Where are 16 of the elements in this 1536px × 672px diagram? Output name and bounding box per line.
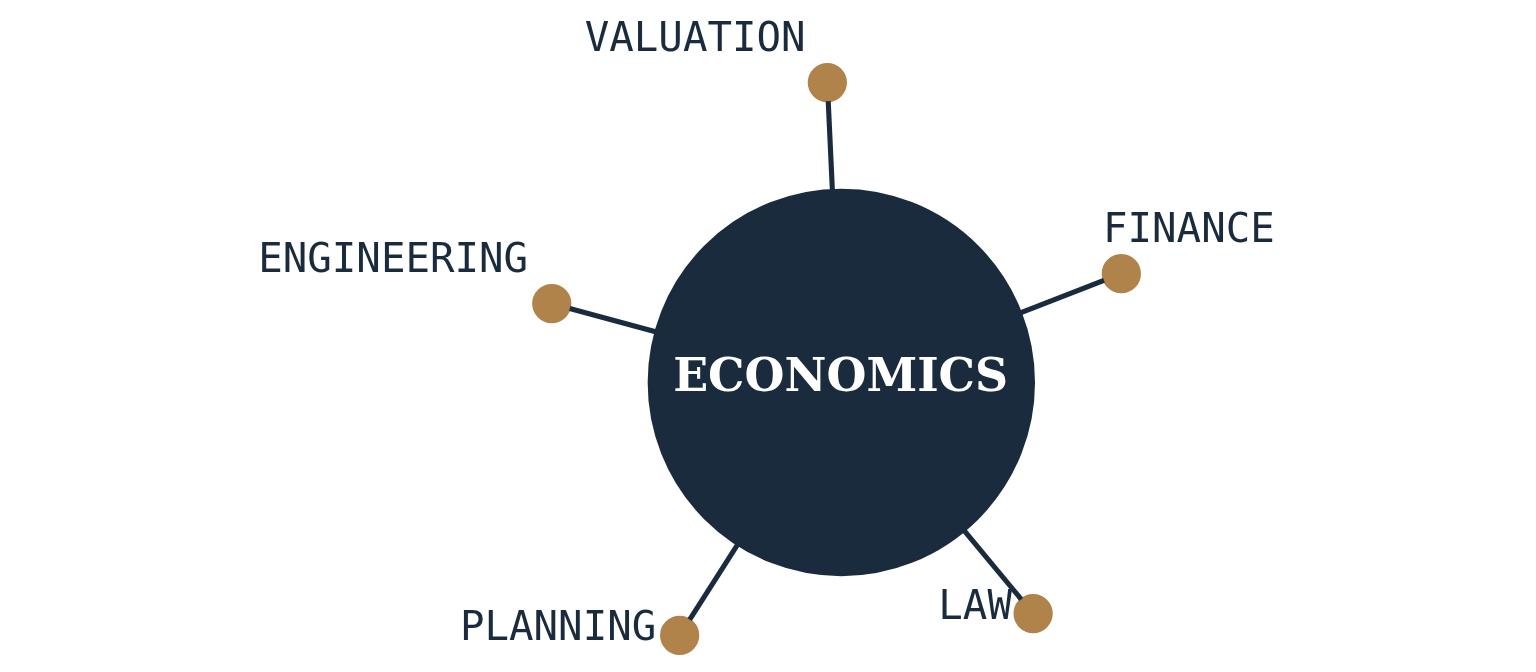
node-circle: [1101, 254, 1141, 294]
connector: [825, 101, 835, 191]
connector: [568, 306, 656, 335]
connector: [961, 529, 1023, 601]
node-label: PLANNING: [459, 602, 656, 651]
node-circle: [807, 62, 847, 103]
node-label: ENGINEERING: [257, 233, 528, 282]
node-circle: [531, 283, 571, 324]
node-label: FINANCE: [1102, 204, 1275, 253]
node-circle: [1013, 594, 1053, 634]
connector: [1019, 278, 1105, 315]
node-label: VALUATION: [584, 12, 806, 61]
node-circle: ECONOMICS: [647, 188, 1035, 577]
node-label: LAW: [937, 580, 1012, 629]
connector: [687, 543, 740, 622]
node-circle: [659, 615, 699, 655]
